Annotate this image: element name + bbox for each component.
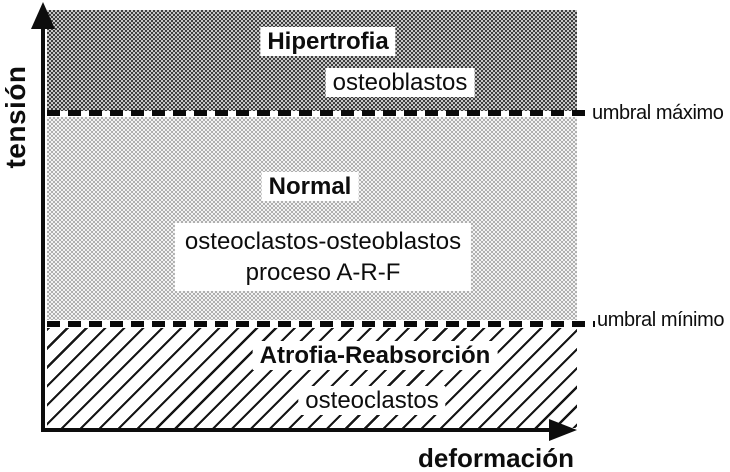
threshold-line-min (47, 321, 595, 327)
zone-title-normal: Normal (261, 172, 359, 201)
zone-title-hipertrofia: Hipertrofia (260, 27, 396, 56)
threshold-line-max (47, 110, 593, 116)
threshold-label-max: umbral máximo (592, 102, 724, 124)
y-axis-label: tensión (0, 65, 31, 169)
zone-cells-normal-line1: osteoclastos-osteoblastos (184, 228, 462, 255)
y-axis-line (41, 22, 45, 432)
zone-hipertrofia (47, 10, 577, 111)
zone-title-atrofia: Atrofia-Reabsorción (252, 341, 498, 370)
threshold-label-min: umbral mínimo (597, 309, 725, 331)
x-axis-label: deformación (418, 443, 575, 472)
zone-cells-hipertrofia: osteoblastos (325, 68, 475, 97)
arrow-right-icon (549, 419, 577, 441)
zone-cells-normal: osteoclastos-osteoblastos proceso A-R-F (174, 223, 472, 291)
arrow-up-icon (31, 2, 55, 29)
zone-cells-normal-line2: proceso A-R-F (245, 259, 401, 286)
zone-cells-atrofia: osteoclastos (298, 386, 446, 415)
x-axis-line (41, 428, 553, 432)
